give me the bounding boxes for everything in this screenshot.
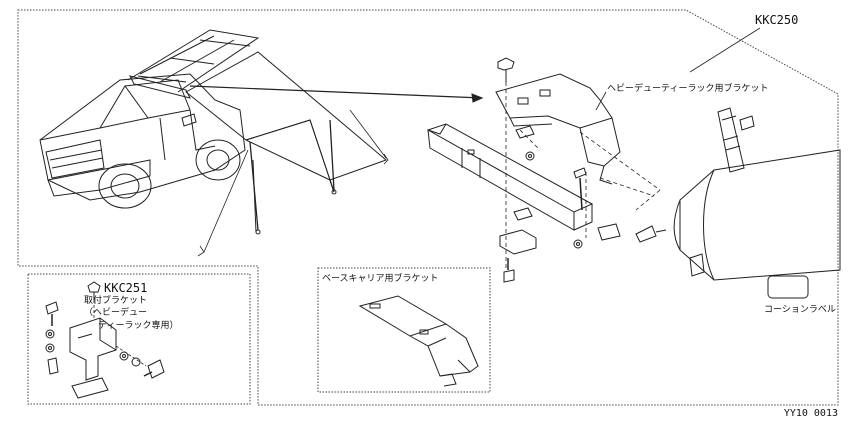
caution-label-text: コーションラベル [764,305,836,315]
base-bracket-label: ベースキャリア用ブラケット [322,274,439,284]
base-carrier-bracket [358,295,479,387]
mounting-bar [426,123,594,231]
mounting-arrow [189,85,484,103]
heavy-duty-bracket [495,57,621,185]
heavy-bracket-label: ヘビーデューティーラック用ブラケット [607,84,769,94]
awning-case [673,107,841,281]
sub-kit-box [27,273,251,405]
assembly-lines [505,82,661,270]
awning-illustration [185,51,389,257]
sub-kit-desc-line1: 取付ブラケット [84,296,148,306]
sub-kit-label: KKC251 [104,281,148,295]
caution-label-sticker [767,275,809,299]
hardware-small-parts [499,125,667,283]
kit-callout-line [689,27,761,73]
sub-kit-desc-line3: ティーラック専用） [98,321,179,331]
sub-kit-desc-line2: （ヘビーデュー [84,308,148,318]
vehicle-illustration [39,29,260,209]
base-bracket-box [317,267,491,393]
figure-code: YY10 0013 [783,408,838,419]
main-kit-boundary [17,9,839,406]
sub-kit-parts [45,281,165,399]
main-kit-label: KKC250 [755,13,799,27]
